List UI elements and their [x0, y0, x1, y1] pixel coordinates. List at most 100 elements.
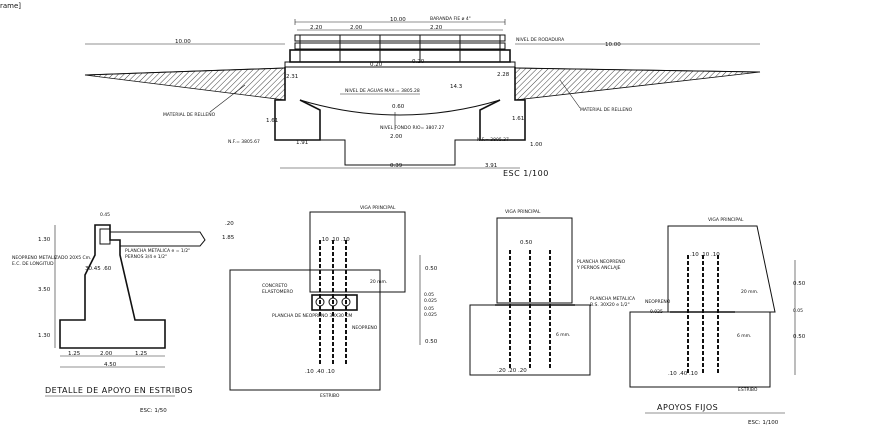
- abut-side-right: 1.85: [222, 235, 235, 241]
- railing-posts: [299, 35, 501, 62]
- b3-note-a: 20 mm.: [741, 289, 758, 295]
- deck-label: BARANDA FIE ø 4": [430, 16, 471, 22]
- railing-top: [294, 34, 506, 42]
- b1-mid-c: 0.05: [424, 306, 434, 312]
- bottom-right: 3.91: [485, 163, 497, 169]
- beam-block-1: [309, 211, 406, 293]
- b3-note-l: 0.025: [650, 309, 663, 315]
- beam-section: [110, 231, 206, 247]
- bridge-elevation: 10.00 BARANDA FIE ø 4" 2.20 2.00 2.20 10…: [84, 16, 761, 178]
- bearing-detail-2: VIGA PRINCIPAL 0.50 PLANCHA NEOPRENO Y P…: [469, 209, 636, 376]
- b1-note-left2: ELASTOMERO: [262, 289, 294, 295]
- beam-block-2: [496, 217, 573, 304]
- fondo-label: NIVEL FONDO RIO= 3807.27: [380, 125, 444, 131]
- pier-right-h: 1.61: [512, 116, 524, 122]
- anclaje-label: PLANCHA METALICA e = 1/2": [125, 248, 190, 254]
- b1-mid-d: 0.025: [424, 312, 437, 318]
- fill-right-leader: [559, 79, 581, 109]
- beam-block-3: [667, 225, 776, 313]
- b1-r1: 0.50: [425, 266, 438, 272]
- fixed-bearings-scale: ESC: 1/100: [748, 420, 779, 426]
- abutment-section: [59, 224, 166, 349]
- pier-left-h: 1.61: [266, 118, 278, 124]
- abut-top-label: 0.45: [100, 212, 110, 218]
- pedestal-block-3: [629, 311, 771, 388]
- b2-width: 0.50: [520, 240, 533, 246]
- foot-left: 1.91: [296, 140, 308, 146]
- neopreno-label: NEOPRENO METALIZADO 20X5 Cm.: [12, 255, 91, 261]
- mid-height: 14.3: [450, 84, 463, 90]
- fill-right-label: MATERIAL DE RELLENO: [580, 107, 633, 113]
- b2-note-a: PLANCHA NEOPRENO: [577, 259, 626, 265]
- b2-note-a2: Y PERNOS ANCLAJE: [576, 265, 621, 271]
- bolt-1a: [315, 297, 325, 307]
- b1-mid-a: 0.05: [424, 292, 434, 298]
- bolt-1c: [341, 297, 351, 307]
- b1-foot: ESTRIBO: [320, 393, 340, 399]
- b1-note-right: 20 mm.: [370, 279, 387, 285]
- b2-top-label: VIGA PRINCIPAL: [505, 209, 541, 215]
- b2-note-c: 6 mm.: [556, 332, 571, 338]
- bolt-1b: [328, 297, 338, 307]
- span-top-dim: 10.00: [390, 17, 406, 23]
- fill-left-label: MATERIAL DE RELLENO: [163, 112, 216, 118]
- b3-r1: 0.50: [793, 281, 806, 287]
- fill-left-leader: [209, 84, 246, 113]
- b2-note-b2: B.S. 30X20 e 1/2": [590, 302, 630, 308]
- b1-top-label: VIGA PRINCIPAL: [360, 205, 396, 211]
- foot-right-h: 1.00: [530, 142, 543, 148]
- b3-r2: 0.50: [793, 334, 806, 340]
- b1-note-left: CONCRETO: [262, 283, 288, 289]
- elastomer-pad-1: [311, 294, 358, 311]
- pedestal-block-1: [229, 269, 381, 391]
- bearing-detail-1: VIGA PRINCIPAL .10 .10 .10 0.50 0.50 0.0…: [229, 205, 438, 399]
- segment-c: 2.20: [430, 25, 443, 31]
- b3-note-c: NEOPRENO: [645, 299, 671, 305]
- abut-h1: 1.30: [38, 237, 51, 243]
- b3-foot: ESTRIBO: [738, 387, 758, 393]
- frame-label: rame]: [0, 2, 21, 10]
- mid-small: 0.60: [392, 104, 405, 110]
- abut-h2: 3.50: [38, 287, 51, 293]
- center-b: 0.20: [412, 59, 425, 65]
- b3-bars: .10 .10 .10: [690, 252, 720, 258]
- b2-bottom: .20 .20 .20: [497, 368, 527, 374]
- b1-mid-b: 0.025: [424, 298, 437, 304]
- b1-note-right2: NEOPRENO: [352, 325, 378, 331]
- abut-b1: 1.25: [68, 351, 81, 357]
- abut-b3: 1.25: [135, 351, 148, 357]
- rebars-1: [319, 240, 347, 365]
- deck-slab: [289, 49, 511, 63]
- rebars-2: [509, 250, 551, 370]
- abut-b2: 2.00: [100, 351, 113, 357]
- segment-a: 2.20: [310, 25, 323, 31]
- beam: [284, 61, 516, 68]
- neopreno-sub: E.C. DE LONGITUD: [12, 261, 54, 267]
- railing-mid: [294, 42, 506, 50]
- abutment-title: DETALLE DE APOYO EN ESTRIBOS: [45, 386, 193, 395]
- b3-bottom: .10 .40 .10: [668, 371, 698, 377]
- abut-inner: 30.45 .60: [85, 266, 112, 272]
- elevation-scale: ESC 1/100: [503, 169, 549, 178]
- bearing-detail-3: VIGA PRINCIPAL .10 .10 .10 0.50 0.50 0.0…: [629, 217, 806, 426]
- right-length: 10.00: [605, 42, 621, 48]
- abut-h3: 1.30: [38, 333, 51, 339]
- b3-note-b: 6 mm.: [737, 333, 752, 339]
- abut-side-top: .20: [225, 221, 234, 227]
- abutment-scale: ESC: 1/50: [140, 408, 167, 414]
- left-length: 10.00: [175, 39, 191, 45]
- fill-wedge-right: [514, 67, 761, 101]
- agua-label: NIVEL DE AGUAS MAX.= 3805.28: [345, 88, 420, 94]
- span-dimension: [294, 19, 506, 25]
- fill-wedge-left: [84, 67, 286, 101]
- center-a: 0.20: [370, 62, 383, 68]
- b1-bars: .10 .10 .10: [320, 237, 350, 243]
- mid-width: 2.00: [390, 134, 403, 140]
- fixed-bearings-title: APOYOS FIJOS: [657, 403, 718, 412]
- abut-total: 4.50: [104, 362, 117, 368]
- anclaje-sub: PERNOS 3/4 e 1/2": [125, 254, 167, 260]
- b3-top-label: VIGA PRINCIPAL: [708, 217, 744, 223]
- water-arc: [299, 99, 501, 116]
